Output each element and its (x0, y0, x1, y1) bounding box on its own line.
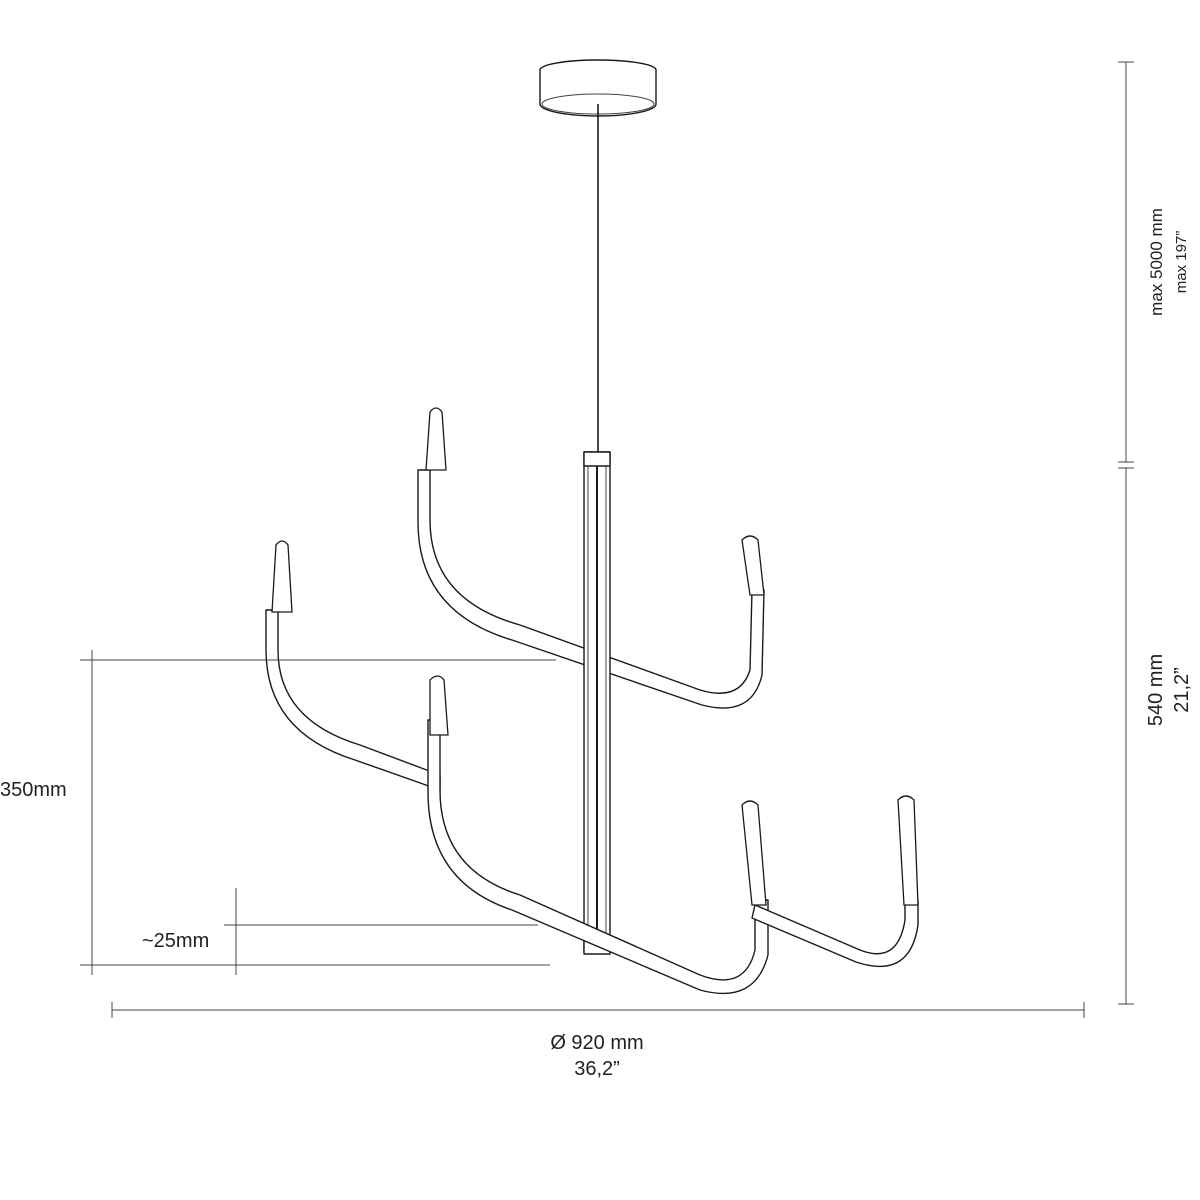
diameter-dimension (111, 1002, 1085, 1018)
cup-holder-2 (271, 540, 293, 613)
cup-offset-label: ~25mm (142, 930, 209, 952)
height-dimension (1118, 468, 1134, 1005)
cup-holder-6 (897, 795, 919, 906)
cup-offset-dimension (224, 888, 538, 975)
lower-tier-arms (427, 719, 919, 995)
upper-tier-arms (265, 469, 765, 791)
cup-holder-3 (741, 535, 765, 596)
diameter-mm-label: Ø 920 mm (550, 1032, 643, 1054)
height-in-label: 21,2” (1171, 667, 1193, 713)
cup-holders (271, 407, 919, 906)
tier-offset-label: 350mm (0, 779, 67, 801)
cup-holder-1 (425, 407, 447, 471)
height-max-in-label: max 197” (1173, 231, 1190, 294)
cup-holder-5 (741, 800, 767, 906)
diameter-in-label: 36,2” (574, 1058, 620, 1080)
central-stem (583, 451, 611, 955)
height-max-mm-label: max 5000 mm (1147, 208, 1166, 316)
height-mm-label: 540 mm (1145, 654, 1167, 726)
height-max-dimension (1118, 61, 1134, 469)
tier-offset-dimension (80, 650, 556, 975)
cup-holder-4 (429, 675, 449, 736)
